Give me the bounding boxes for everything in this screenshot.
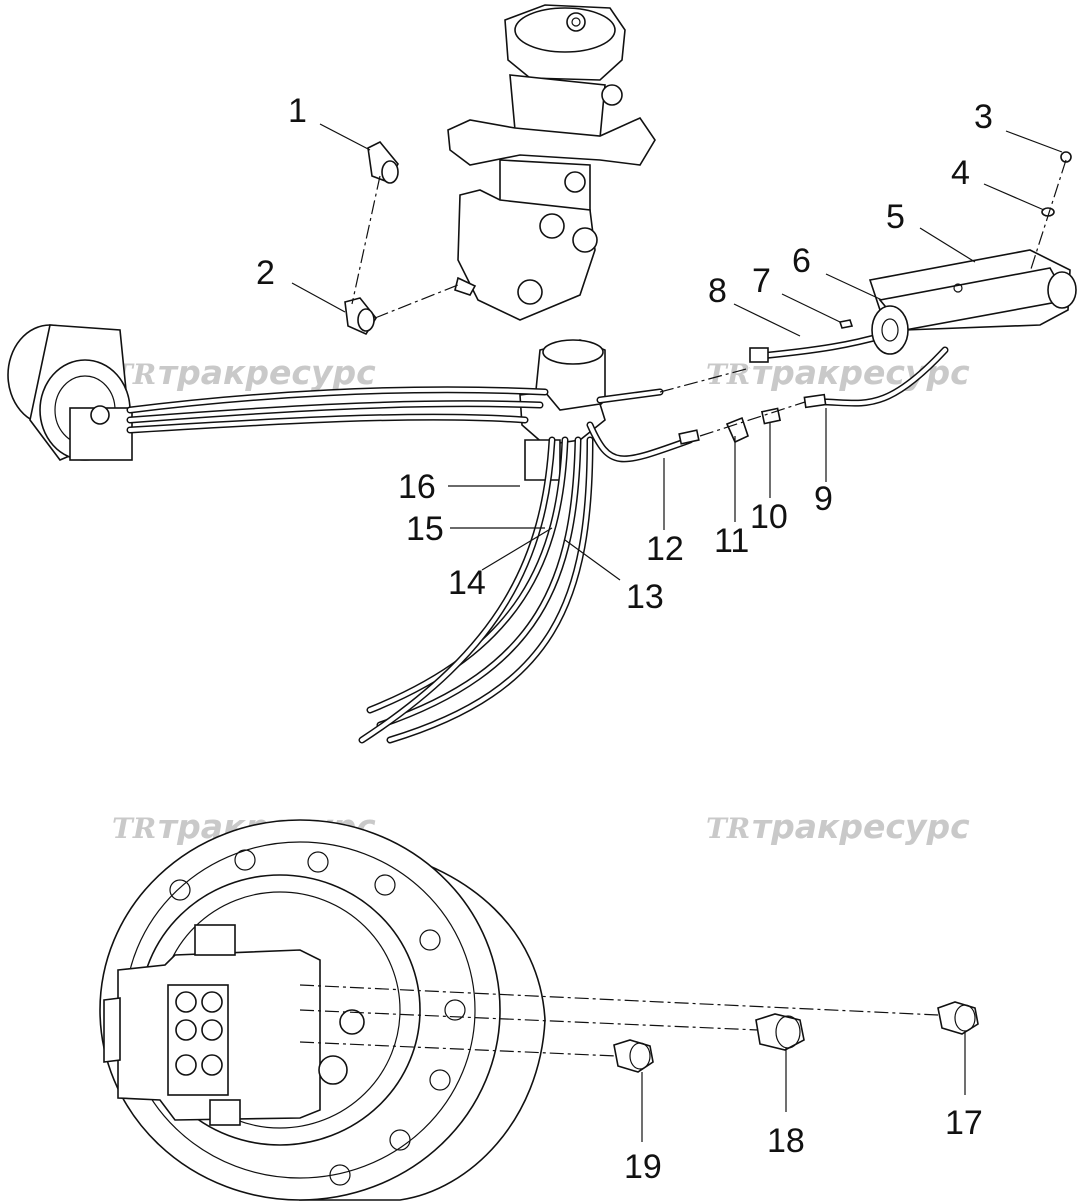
svg-text:TR: TR — [112, 812, 156, 845]
hose-bundle-upper — [126, 386, 549, 434]
callout-10: 10 — [750, 498, 788, 536]
callout-11: 11 — [714, 522, 749, 560]
fitting-1-icon — [367, 140, 399, 184]
hydraulic-cylinder-icon — [868, 249, 1077, 355]
callout-2: 2 — [256, 254, 275, 292]
clamp-11-icon — [725, 416, 749, 444]
fitting-10-icon — [760, 407, 782, 425]
callout-19: 19 — [624, 1148, 662, 1186]
callout-15: 15 — [406, 510, 444, 548]
callout-16: 16 — [398, 468, 436, 506]
travel-motor-icon — [7, 324, 133, 461]
svg-text:TR: TR — [706, 812, 750, 845]
hose-upper-right — [596, 388, 664, 404]
callout-9: 9 — [814, 480, 833, 518]
svg-text:тракресурс: тракресурс — [752, 807, 970, 846]
callout-12: 12 — [646, 530, 684, 568]
watermark-top-left: TR тракресурс — [112, 353, 376, 392]
watermark-bottom-right: TR тракресурс — [706, 807, 970, 846]
watermark-top-right: TR тракресурс — [706, 353, 970, 392]
fitting-18-icon — [755, 1013, 805, 1051]
fitting-2-icon — [344, 297, 377, 336]
callout-4: 4 — [951, 154, 970, 192]
callout-5: 5 — [886, 198, 905, 236]
callout-14: 14 — [448, 564, 486, 602]
fitting-17-icon — [937, 1001, 979, 1035]
svg-text:TR: TR — [706, 358, 750, 391]
callout-6: 6 — [792, 242, 811, 280]
leader-lines — [291, 123, 1063, 1142]
screw-7-icon — [838, 319, 854, 329]
callout-13: 13 — [626, 578, 664, 616]
callout-18: 18 — [767, 1122, 805, 1160]
callout-17: 17 — [945, 1104, 983, 1142]
callout-7: 7 — [752, 262, 771, 300]
callout-labels: 1 2 3 4 5 6 7 8 9 10 11 12 13 14 15 16 1… — [256, 92, 993, 1186]
hose-12 — [586, 421, 700, 463]
rotary-swivel-joint-icon — [447, 4, 656, 321]
callout-1: 1 — [288, 92, 307, 130]
bolt-3-icon — [1060, 151, 1072, 163]
fitting-19-icon — [613, 1039, 654, 1073]
hose-bundle-down — [358, 436, 594, 744]
callout-8: 8 — [708, 272, 727, 310]
callout-3: 3 — [974, 98, 993, 136]
svg-text:тракресурс: тракресурс — [158, 353, 376, 392]
travel-motor-detail-icon — [99, 819, 546, 1201]
